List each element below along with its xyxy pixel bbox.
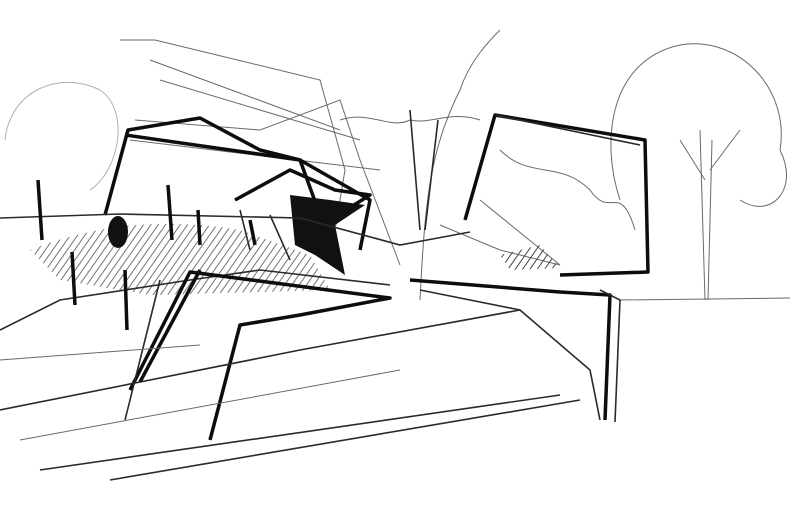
dark-shadow-wedge (290, 195, 365, 275)
hatched-shadow (500, 245, 560, 270)
right-building-volume (439, 113, 650, 277)
left-building-volume (103, 39, 401, 275)
standing-posts (36, 179, 257, 331)
background-trees (4, 29, 787, 301)
